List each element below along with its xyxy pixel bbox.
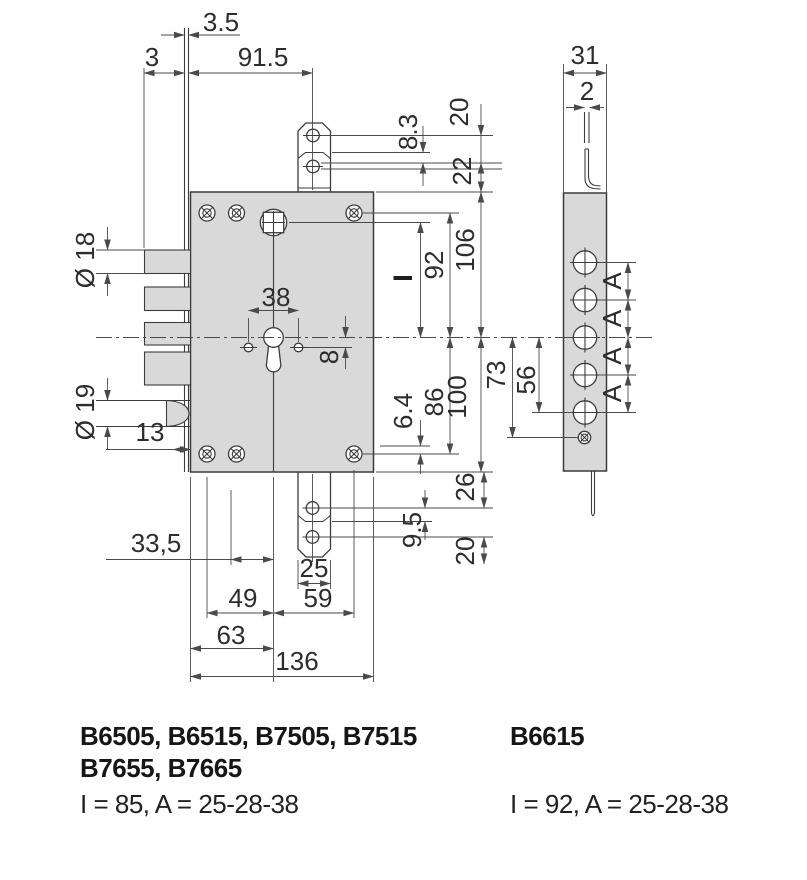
dim-49: 49 <box>229 583 258 613</box>
dim-3: 3 <box>145 42 159 72</box>
screw-hole <box>345 445 363 463</box>
deadbolt-3 <box>143 321 192 346</box>
dim-31: 31 <box>571 40 600 70</box>
dimension-labels: 3.5 3 91.5 8.3 20 22 106 92 I 100 86 6.4… <box>70 7 627 676</box>
dimension-lines <box>96 31 636 682</box>
dim-38: 38 <box>262 282 291 312</box>
captions: B6505, B6515, B7505, B7515 B7655, B7665 … <box>80 721 729 819</box>
caption-left-spec: I = 85, A = 25-28-38 <box>80 789 298 819</box>
dim-26: 26 <box>450 473 480 502</box>
dim-13: 13 <box>136 417 165 447</box>
dim-92: 92 <box>419 251 449 280</box>
dim-9-5: 9.5 <box>397 512 427 548</box>
dim-56: 56 <box>511 366 541 395</box>
dim-dia-19: Ø 19 <box>70 384 100 440</box>
dim-136: 136 <box>275 646 318 676</box>
spindle-follower <box>259 208 288 237</box>
caption-right-model: B6615 <box>510 721 584 751</box>
screw-hole <box>345 204 363 222</box>
deadbolt-1 <box>143 249 192 275</box>
dim-91-5: 91.5 <box>238 42 289 72</box>
bottom-fixing-tab <box>297 471 332 562</box>
deadbolt-4 <box>143 351 192 386</box>
dim-100: 100 <box>442 375 472 418</box>
screw-hole <box>227 204 246 222</box>
dim-59: 59 <box>304 583 333 613</box>
caption-left-models-1: B6505, B6515, B7505, B7515 <box>80 721 417 751</box>
caption-left-models-2: B7655, B7665 <box>80 753 242 783</box>
dim-dia-18: Ø 18 <box>70 232 100 288</box>
deadbolt-2 <box>143 286 192 312</box>
dim-6-4: 6.4 <box>388 393 418 429</box>
faceplate-side-view <box>562 112 608 517</box>
dim-73: 73 <box>481 361 511 390</box>
top-fixing-tab <box>297 68 332 193</box>
dim-25: 25 <box>300 553 329 583</box>
dim-33-5: 33,5 <box>131 528 182 558</box>
dim-interaxis-I: I <box>388 274 418 282</box>
dim-A-4: A <box>597 384 627 402</box>
cylinder-fixing-holes <box>240 342 307 353</box>
cylinder-keyhole <box>263 233 284 472</box>
bracket-profile <box>584 149 601 190</box>
latch-bolt <box>96 399 191 428</box>
side-screw-hole <box>577 430 592 445</box>
dim-A-3: A <box>597 347 627 365</box>
dim-3-5: 3.5 <box>203 7 239 37</box>
screw-hole <box>198 204 216 222</box>
dim-22: 22 <box>447 157 477 186</box>
dim-86: 86 <box>419 388 449 417</box>
dim-A-2: A <box>597 309 627 327</box>
caption-right-spec: I = 92, A = 25-28-38 <box>510 789 728 819</box>
screw-hole <box>227 445 246 463</box>
dim-63: 63 <box>217 620 246 650</box>
dim-8: 8 <box>314 350 344 364</box>
side-bolt-holes <box>570 247 600 428</box>
dim-8-3: 8.3 <box>393 114 423 150</box>
dim-20-top: 20 <box>444 98 474 127</box>
dim-106: 106 <box>450 228 480 271</box>
dim-2: 2 <box>580 76 594 106</box>
screw-hole <box>198 445 216 463</box>
dim-A-1: A <box>597 272 627 290</box>
deadbolts <box>143 249 192 386</box>
body-screw-holes <box>198 204 363 463</box>
dim-20-bottom: 20 <box>450 537 480 566</box>
